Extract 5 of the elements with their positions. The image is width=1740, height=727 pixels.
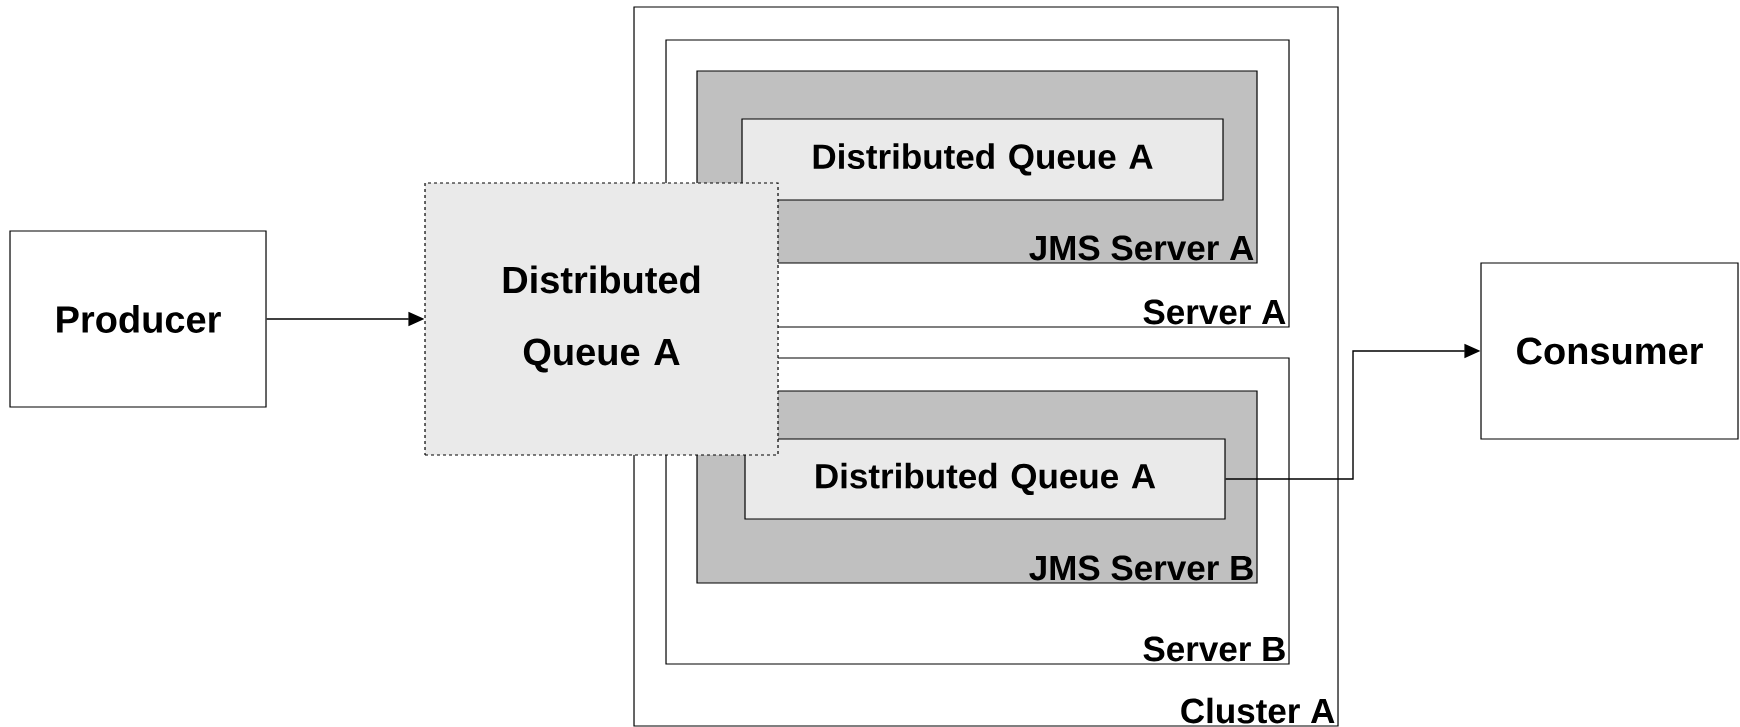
queue-box: Distributed Queue A: [744, 438, 1226, 520]
queue-box: Distributed Queue A: [741, 118, 1224, 201]
process-box: Consumer: [1480, 262, 1739, 440]
process-box: Producer: [9, 230, 267, 408]
distributed-queue-box: Distributed Queue A: [424, 182, 779, 456]
